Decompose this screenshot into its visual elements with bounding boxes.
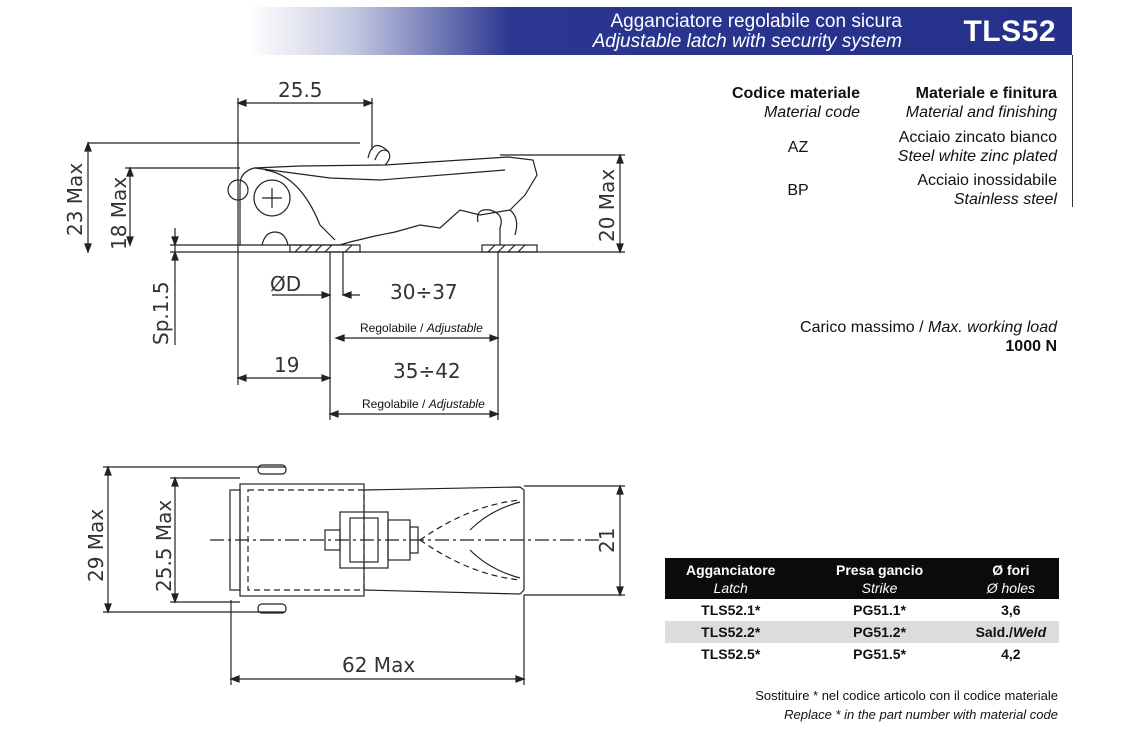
cell-holes: 4,2 bbox=[963, 643, 1059, 665]
material-name-italian: Acciaio inossidabile bbox=[917, 172, 1057, 189]
title-italian: Agganciatore regolabile con sicura bbox=[610, 11, 902, 32]
material-row-code: AZ bbox=[787, 139, 809, 156]
title-english: Adjustable latch with security system bbox=[592, 31, 902, 52]
dim-35-42: 35÷42 bbox=[393, 359, 461, 383]
cell-latch: TLS52.1* bbox=[701, 602, 761, 618]
dim-62max: 62 Max bbox=[342, 653, 415, 677]
col-latch-label: Agganciatore bbox=[685, 562, 776, 578]
max-load-value: 1000 N bbox=[1005, 338, 1057, 355]
dim-20max: 20 Max bbox=[595, 169, 619, 242]
cell-holes: 3,6 bbox=[963, 599, 1059, 621]
material-row-name: Acciaio zincato bianco Steel white zinc … bbox=[860, 128, 1057, 166]
table-row: TLS52.1* PG51.1* 3,6 bbox=[665, 599, 1059, 621]
material-row-code: BP bbox=[787, 182, 809, 199]
max-load-label-english: Max. working load bbox=[928, 319, 1057, 336]
material-row-name: Acciaio inossidabile Stainless steel bbox=[860, 171, 1057, 209]
dim-25-5max: 25.5 Max bbox=[152, 500, 176, 592]
col-holes: Ø fori Ø holes bbox=[962, 558, 1059, 599]
cell-holes-value: 3,6 bbox=[1001, 602, 1021, 618]
adjustable-label: Regolabile / Adjustable bbox=[360, 321, 483, 335]
dim-19: 19 bbox=[274, 353, 299, 377]
footnote: Sostituire * nel codice articolo con il … bbox=[755, 686, 1058, 724]
col-latch-sublabel: Latch bbox=[713, 580, 748, 596]
col-strike-sublabel: Strike bbox=[861, 580, 898, 596]
material-name-english: Stainless steel bbox=[953, 191, 1057, 208]
material-finish-label: Materiale e finitura bbox=[915, 85, 1057, 102]
max-load-label-italian: Carico massimo / bbox=[800, 319, 929, 336]
cell-holes: Sald./Weld bbox=[962, 621, 1059, 643]
table-header-row: Agganciatore Latch Presa gancio Strike Ø… bbox=[665, 558, 1059, 599]
material-code-sublabel: Material code bbox=[763, 104, 860, 121]
vertical-divider bbox=[1072, 55, 1073, 207]
product-code: TLS52 bbox=[963, 15, 1056, 48]
technical-drawing: 25.5 23 Max 18 Max Sp.1.5 20 Max bbox=[63, 78, 625, 685]
cell-latch: TLS52.5* bbox=[701, 646, 761, 662]
adjustable-label: Regolabile / Adjustable bbox=[362, 397, 485, 411]
material-name-english: Steel white zinc plated bbox=[897, 148, 1057, 165]
latch-side-view bbox=[227, 145, 538, 253]
cell-strike: PG51.2* bbox=[796, 621, 963, 643]
cell-strike: PG51.1* bbox=[853, 602, 907, 618]
dim-30-37: 30÷37 bbox=[390, 280, 458, 304]
material-finish-sublabel: Material and finishing bbox=[905, 104, 1057, 121]
max-load-label: Carico massimo / Max. working load bbox=[760, 318, 1057, 337]
cell-holes-value: 4,2 bbox=[1001, 646, 1021, 662]
material-name-italian: Acciaio zincato bianco bbox=[898, 129, 1057, 146]
cell-holes-english: Weld bbox=[1012, 624, 1047, 640]
footnote-italian: Sostituire * nel codice articolo con il … bbox=[755, 688, 1058, 703]
material-code-label: Codice materiale bbox=[731, 85, 860, 102]
dim-29max: 29 Max bbox=[84, 509, 108, 582]
dim-18max: 18 Max bbox=[107, 177, 131, 250]
col-strike-label: Presa gancio bbox=[836, 562, 924, 578]
dim-23max: 23 Max bbox=[63, 163, 87, 236]
header-title: Agganciatore regolabile con sicura Adjus… bbox=[593, 12, 902, 52]
footnote-english: Replace * in the part number with materi… bbox=[784, 707, 1058, 722]
material-code-header: Codice materiale Material code bbox=[700, 84, 860, 122]
col-strike: Presa gancio Strike bbox=[796, 558, 963, 599]
max-load: Carico massimo / Max. working load 1000 … bbox=[760, 318, 1057, 356]
table-row: TLS52.5* PG51.5* 4,2 bbox=[665, 643, 1059, 665]
cell-holes-value: Sald./ bbox=[975, 624, 1013, 640]
cell-latch: TLS52.2* bbox=[665, 621, 797, 643]
latch-top-view bbox=[210, 464, 600, 614]
col-latch: Agganciatore Latch bbox=[665, 558, 797, 599]
material-finish-header: Materiale e finitura Material and finish… bbox=[860, 84, 1057, 122]
part-number-table: Agganciatore Latch Presa gancio Strike Ø… bbox=[665, 558, 1059, 665]
cell-strike: PG51.5* bbox=[853, 646, 907, 662]
col-holes-sublabel: Ø holes bbox=[986, 580, 1035, 596]
header-band: Agganciatore regolabile con sicura Adjus… bbox=[248, 7, 1072, 55]
dim-21: 21 bbox=[595, 528, 619, 553]
dim-25-5: 25.5 bbox=[278, 78, 323, 102]
dim-phi-d: ØD bbox=[270, 272, 301, 296]
col-holes-label: Ø fori bbox=[992, 562, 1030, 578]
dim-sp-1-5: Sp.1.5 bbox=[149, 281, 173, 345]
table-row: TLS52.2* PG51.2* Sald./Weld bbox=[665, 621, 1059, 643]
